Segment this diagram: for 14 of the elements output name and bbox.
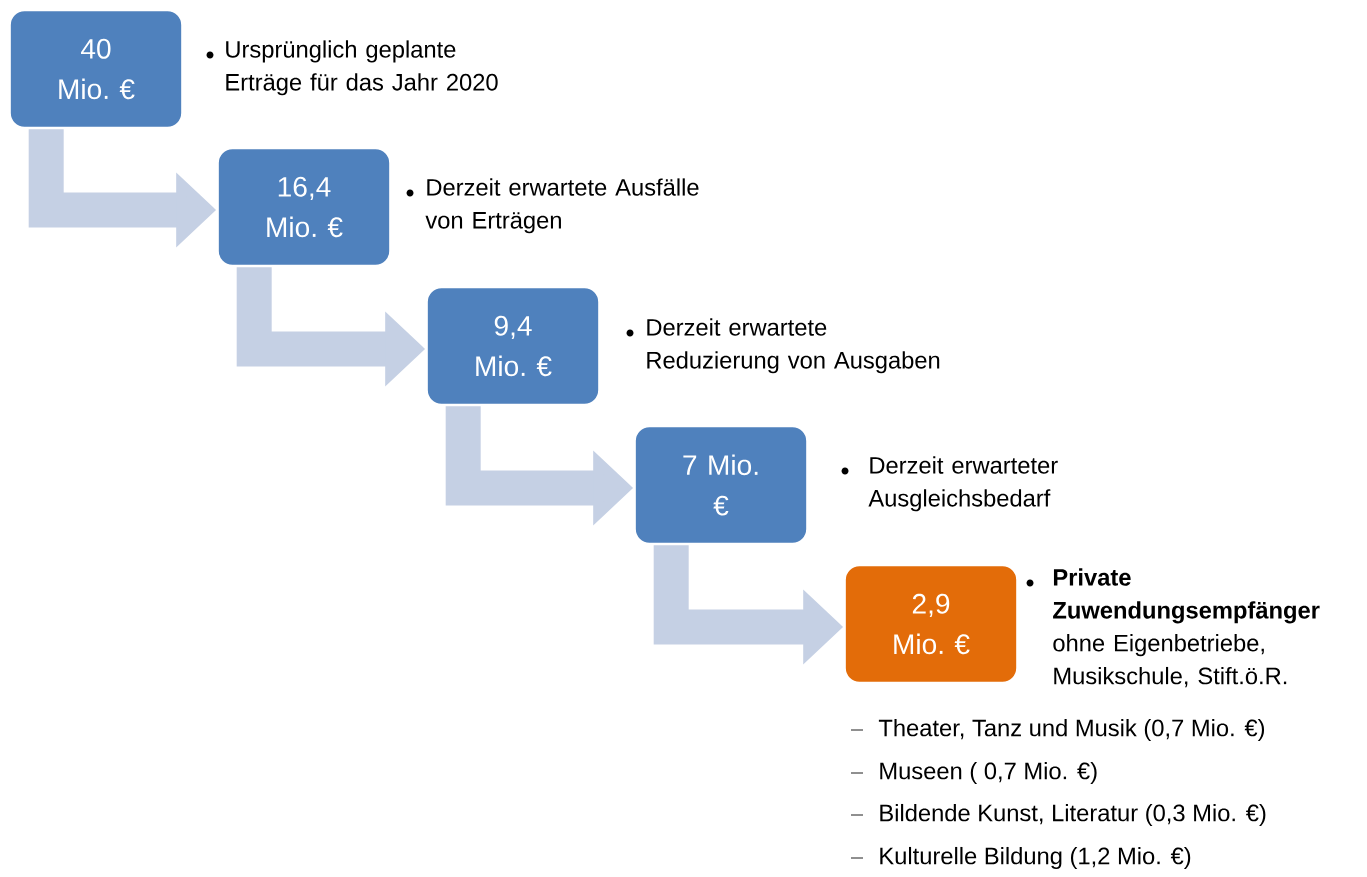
list-item: Kulturelle Bildung (1,2 Mio. €) [880, 846, 1191, 870]
description-text: Derzeit erwartete Ausfälle von Erträgen [425, 178, 699, 234]
value-box: 7 Mio. € [633, 424, 809, 546]
value-box: 2,9 Mio. € [843, 563, 1019, 685]
value-box: 16,4 Mio. € [216, 146, 392, 268]
value-box: 9,4 Mio. € [425, 285, 601, 407]
description-text: Private Zuwendungsempfänger ohne Eigenbetriebe, Musikschule, Stift.ö.R. [1053, 568, 1320, 688]
description-text: Derzeit erwarteter Ausgleichsbedarf [868, 456, 1058, 512]
value-box: 40 Mio. € [8, 8, 184, 130]
list-item: Theater, Tanz und Musik (0,7 Mio. €) [878, 718, 1265, 742]
description-text: Ursprünglich geplante Erträge für das Jahr 2020 [226, 40, 498, 96]
description-text: Derzeit erwartete Reduzierung von Ausgaben [647, 318, 940, 374]
list-item: Bildende Kunst, Literatur (0,3 Mio. €) [880, 803, 1266, 827]
list-item: Museen ( 0,7 Mio. €) [880, 761, 1097, 785]
